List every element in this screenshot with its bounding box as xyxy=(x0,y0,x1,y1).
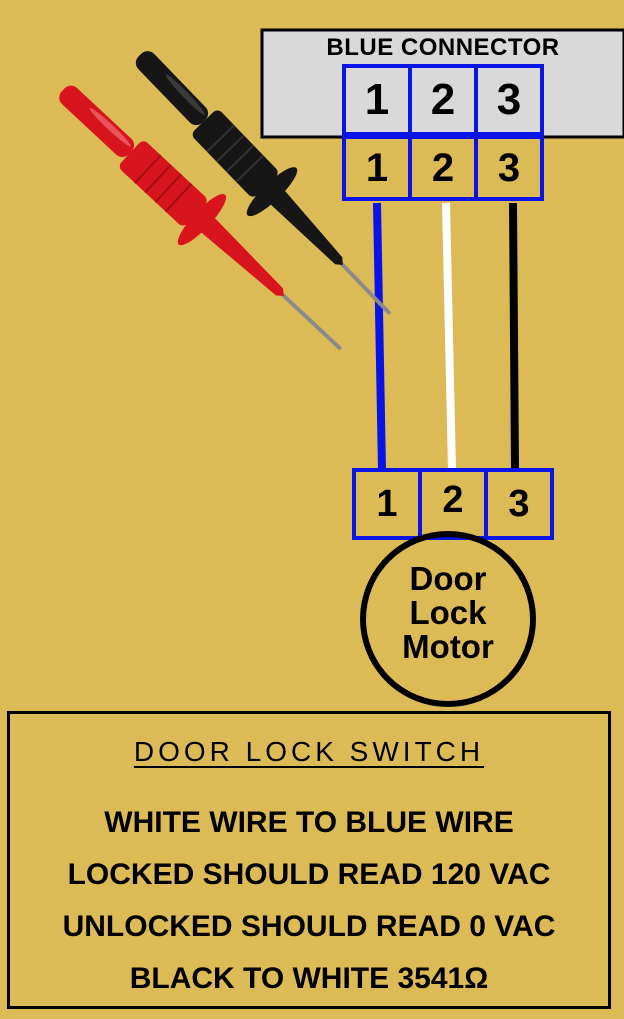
motor-pin-3: 3 xyxy=(508,482,530,525)
motor-pin-box-3 xyxy=(484,468,554,540)
connector-top-pin-3: 3 xyxy=(496,75,522,124)
motor-label-line-3: Motor xyxy=(402,628,494,665)
panel-line-1: WHITE WIRE TO BLUE WIRE xyxy=(104,806,514,839)
connector-header-box xyxy=(260,28,624,139)
panel-line-3: UNLOCKED SHOULD READ 0 VAC xyxy=(62,910,556,943)
motor-pins xyxy=(352,468,554,540)
red-test-probe-icon xyxy=(59,85,342,350)
connector-mating-pins xyxy=(342,135,544,201)
connector-title: BLUE CONNECTOR xyxy=(326,34,560,61)
door-lock-switch-panel: DOOR LOCK SWITCH WHITE WIRE TO BLUE WIRE… xyxy=(7,711,611,1009)
connector-mating-pin-2: 2 xyxy=(431,145,455,190)
blue-wire xyxy=(373,202,386,471)
motor-label-line-2: Lock xyxy=(409,594,487,631)
white-wire xyxy=(442,202,456,471)
panel-title: DOOR LOCK SWITCH xyxy=(10,736,608,768)
motor-label: Door Lock Motor xyxy=(362,562,534,664)
motor-pin-1: 1 xyxy=(376,482,398,525)
connector-mating-pin-1: 1 xyxy=(365,145,389,190)
panel-title-text: DOOR LOCK SWITCH xyxy=(133,736,485,767)
connector-top-pins xyxy=(342,64,544,136)
connector-mating-pin-3: 3 xyxy=(497,145,521,190)
connector-top-pin-1: 1 xyxy=(364,75,390,124)
connector-top-pin-2: 2 xyxy=(430,75,456,124)
black-test-probe-icon xyxy=(135,51,391,315)
connector-mating-pin-box-3 xyxy=(474,135,544,201)
panel-line-2: LOCKED SHOULD READ 120 VAC xyxy=(67,858,551,891)
motor-pin-2: 2 xyxy=(442,478,464,521)
motor-label-line-1: Door xyxy=(409,560,487,597)
motor-circle xyxy=(360,531,536,707)
panel-line-4: BLACK TO WHITE 3541Ω xyxy=(129,962,489,995)
black-wire xyxy=(509,202,519,471)
connector-top-pin-box-3 xyxy=(474,64,544,136)
